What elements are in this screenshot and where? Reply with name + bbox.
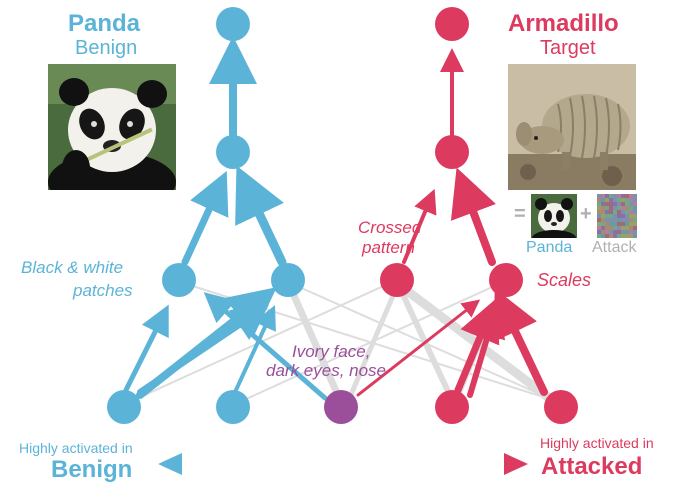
benign-input-node bbox=[107, 390, 141, 424]
shared-feature-node bbox=[324, 390, 358, 424]
benign-edge bbox=[123, 304, 169, 393]
target-output-node bbox=[435, 7, 469, 41]
benign-edge bbox=[203, 292, 328, 401]
gray-edge bbox=[284, 278, 344, 404]
benign-output-node bbox=[216, 7, 250, 41]
nodes bbox=[107, 7, 578, 424]
attacked-edge bbox=[493, 288, 548, 396]
attacked-edge bbox=[356, 299, 481, 397]
black-white-patches-node bbox=[162, 263, 196, 297]
benign-axis-label: Benign bbox=[51, 456, 133, 483]
benign-edge bbox=[181, 170, 229, 266]
crossed-pattern-label-line2: pattern bbox=[362, 238, 415, 257]
benign-edge bbox=[235, 165, 287, 267]
plus-sign: + bbox=[580, 203, 592, 225]
attack-thumbnail-caption: Attack bbox=[592, 239, 637, 256]
scales-label: Scales bbox=[537, 270, 592, 290]
armadillo-class-title: Armadillo bbox=[508, 10, 619, 37]
attacked-input-node bbox=[544, 390, 578, 424]
attacked-node bbox=[435, 135, 469, 169]
equals-sign: = bbox=[514, 203, 526, 225]
benign-edge bbox=[136, 287, 277, 399]
panda-thumbnail bbox=[531, 194, 577, 238]
attacked-edge bbox=[402, 188, 437, 264]
panda-thumbnail-caption: Panda bbox=[526, 239, 573, 256]
scales-node bbox=[489, 263, 523, 297]
black-white-patches-label-line2: patches bbox=[73, 281, 133, 300]
benign-input-node bbox=[216, 390, 250, 424]
black-white-patches-label-line1: Black & white bbox=[21, 258, 124, 277]
benign-edges bbox=[123, 36, 328, 401]
armadillo-class-role: Target bbox=[540, 37, 596, 59]
panda-class-role: Benign bbox=[75, 37, 138, 59]
benign-node bbox=[271, 263, 305, 297]
attacked-edge bbox=[467, 300, 506, 398]
armadillo-photo bbox=[508, 64, 636, 190]
benign-attacked-axis-arrow bbox=[158, 453, 528, 475]
attacked-edge bbox=[450, 167, 496, 266]
attack-noise-thumbnail bbox=[597, 194, 637, 238]
benign-node bbox=[216, 135, 250, 169]
crossed-pattern-node bbox=[380, 263, 414, 297]
gray-edge bbox=[347, 281, 401, 400]
panda-class-title: Panda bbox=[68, 10, 141, 37]
attacked-input-node bbox=[435, 390, 469, 424]
gray-edge bbox=[232, 287, 491, 406]
panda-photo bbox=[48, 64, 176, 190]
ivory-face-label-line2: dark eyes, nose bbox=[266, 361, 387, 380]
crossed-pattern-label-line1: Crossed bbox=[358, 218, 422, 237]
attacked-edges bbox=[356, 48, 548, 398]
gray-edge bbox=[287, 281, 554, 401]
attacked-axis-caption: Highly activated in bbox=[540, 435, 654, 451]
benign-axis-caption: Highly activated in bbox=[19, 440, 133, 456]
benign-edge bbox=[234, 305, 276, 392]
ivory-face-label-line1: Ivory face, bbox=[292, 342, 371, 361]
attacked-axis-label: Attacked bbox=[541, 453, 643, 480]
